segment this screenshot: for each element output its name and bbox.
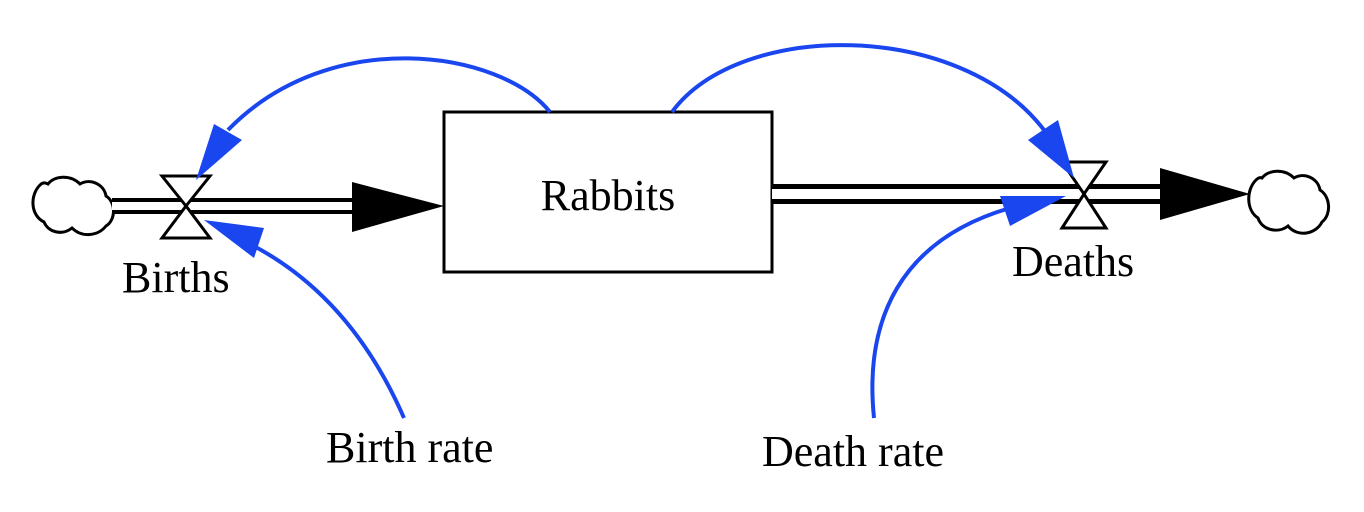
link-rabbits-to-births-arrowhead-icon xyxy=(196,124,242,180)
outflow-arrowhead-icon xyxy=(1160,168,1250,220)
link-birthrate-to-births-arrowhead-icon xyxy=(204,220,264,258)
inflow-pipe xyxy=(112,182,444,232)
source-cloud-icon xyxy=(31,175,115,236)
link-rabbits-to-deaths xyxy=(670,43,1046,132)
outflow-pipe xyxy=(772,168,1250,220)
deaths-label: Deaths xyxy=(1012,237,1134,286)
sink-cloud-icon xyxy=(1247,169,1330,235)
link-deathrate-to-deaths-arrowhead-icon xyxy=(1000,196,1066,226)
births-valve-icon xyxy=(158,174,214,240)
link-birthrate-to-births xyxy=(249,242,406,419)
births-label: Births xyxy=(122,253,230,302)
link-rabbits-to-births xyxy=(226,56,552,132)
birth-rate-label[interactable]: Birth rate xyxy=(326,423,493,472)
link-rabbits-to-deaths-arrowhead-icon xyxy=(1028,120,1074,178)
link-deathrate-to-deaths xyxy=(870,206,1011,419)
deaths-valve-icon xyxy=(1059,160,1109,230)
inflow-arrowhead-icon xyxy=(352,182,444,232)
rabbits-stock[interactable] xyxy=(442,110,774,274)
death-rate-label[interactable]: Death rate xyxy=(762,427,944,476)
rabbits-stock-label: Rabbits xyxy=(541,171,675,220)
